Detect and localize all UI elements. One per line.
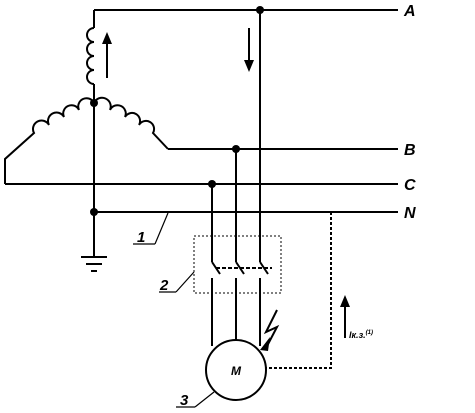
node-neutral-star bbox=[90, 99, 98, 107]
transformer-winding-a bbox=[86, 10, 95, 103]
motor-label: M bbox=[231, 364, 242, 378]
bus-n-label: N bbox=[404, 205, 416, 222]
breaker-contacts bbox=[211, 261, 272, 346]
callout-2-label: 2 bbox=[159, 277, 169, 294]
callout-3-label: 3 bbox=[180, 392, 189, 409]
ground-icon bbox=[81, 256, 107, 272]
callout-1-label: 1 bbox=[137, 229, 145, 246]
node-n bbox=[90, 208, 98, 216]
arrow-up-icon bbox=[102, 32, 112, 78]
callout-3: 3 bbox=[176, 391, 215, 409]
callout-1: 1 bbox=[133, 212, 169, 246]
motor-icon bbox=[205, 339, 267, 401]
bus-a-label: A bbox=[403, 3, 416, 20]
arrow-down-icon bbox=[244, 28, 254, 72]
transformer-winding-c bbox=[4, 97, 95, 184]
transformer-winding-b bbox=[93, 96, 169, 150]
bus-b-label: B bbox=[404, 142, 416, 159]
fault-current-label: Iк.з.(1) bbox=[349, 330, 373, 340]
arrow-up-fault-icon bbox=[340, 295, 350, 338]
bus-c-label: C bbox=[404, 177, 416, 194]
callout-2: 2 bbox=[159, 271, 195, 294]
fault-current-path bbox=[266, 212, 332, 369]
fault-lightning-icon bbox=[260, 309, 280, 351]
